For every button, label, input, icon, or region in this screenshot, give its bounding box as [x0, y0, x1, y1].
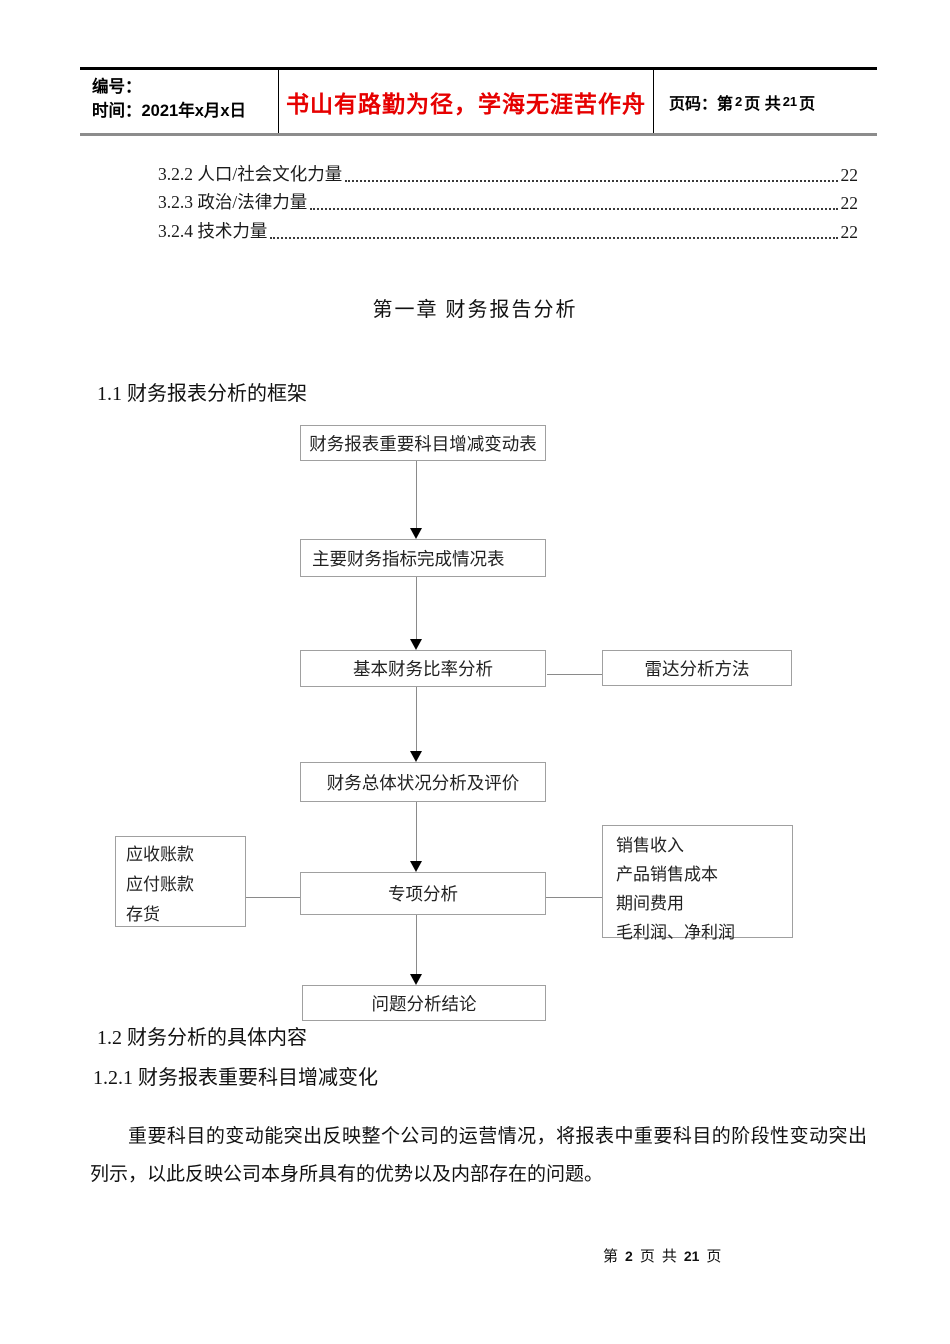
page-footer-pagination: 第 2 页 共 21 页: [603, 1245, 721, 1266]
header-page-number: 2: [735, 94, 743, 109]
flow-connector-line: [547, 674, 602, 675]
footer-prefix: 第: [603, 1249, 619, 1265]
flow-side-line: 应收账款: [126, 845, 194, 864]
arrow-down-icon: [410, 528, 422, 539]
toc-entry-label: 3.2.3 政治/法律力量: [158, 192, 308, 212]
flow-side-line: 应付账款: [126, 875, 194, 894]
flow-side-line: 期间费用: [616, 894, 684, 913]
toc-list: 3.2.2 人口/社会文化力量 22 3.2.3 政治/法律力量 22 3.2.…: [158, 157, 858, 243]
header-meta-cell: 编号： 时间：2021年x月x日: [80, 70, 278, 133]
toc-entry-page: 22: [840, 193, 859, 213]
toc-dot-leader: [310, 208, 838, 210]
flow-side-line: 产品销售成本: [616, 865, 718, 884]
toc-entry-page: 22: [840, 164, 859, 185]
flow-node-special-analysis: 专项分析: [300, 872, 546, 915]
section-1-2-heading: 1.2 财务分析的具体内容: [97, 1027, 307, 1049]
header-page-mid: 页 共: [744, 95, 781, 113]
flow-connector-line: [416, 461, 417, 529]
section-1-1-heading: 1.1 财务报表分析的框架: [97, 383, 307, 405]
header-page-total: 21: [782, 94, 798, 109]
flow-node-basic-ratio-analysis: 基本财务比率分析: [300, 650, 546, 687]
arrow-down-icon: [410, 974, 422, 985]
header-slogan-text: 书山有路勤为径，学海无涯苦作舟: [286, 91, 646, 117]
header-page-suffix: 页: [799, 95, 816, 113]
toc-entry-label: 3.2.2 人口/社会文化力量: [158, 163, 343, 184]
footer-mid2: 共: [661, 1249, 677, 1265]
flow-node-receivables-payables-inventory: 应收账款 应付账款 存货: [115, 836, 246, 927]
arrow-down-icon: [410, 639, 422, 650]
flow-node-problem-conclusion: 问题分析结论: [302, 985, 546, 1021]
flow-connector-line: [416, 687, 417, 752]
flow-connector-line: [416, 577, 417, 640]
arrow-down-icon: [410, 861, 422, 872]
page-header-table: 编号： 时间：2021年x月x日 书山有路勤为径，学海无涯苦作舟 页码：第 2 …: [80, 67, 877, 136]
toc-dot-leader: [270, 236, 838, 239]
section-1-2-1-heading: 1.2.1 财务报表重要科目增减变化: [93, 1067, 378, 1089]
toc-entry: 3.2.3 政治/法律力量 22: [158, 186, 858, 215]
flow-connector-line: [246, 897, 300, 898]
footer-page-number: 2: [625, 1248, 633, 1264]
flow-side-line: 毛利润、净利润: [616, 923, 735, 942]
flow-node-revenue-cost-profit: 销售收入 产品销售成本 期间费用 毛利润、净利润: [602, 825, 793, 942]
toc-entry-label: 3.2.4 技术力量: [158, 220, 268, 241]
arrow-down-icon: [410, 751, 422, 762]
footer-suffix: 页: [706, 1249, 722, 1265]
flow-connector-line: [546, 897, 602, 898]
flow-side-line: 存货: [126, 905, 160, 924]
header-page-prefix: 页码：第: [669, 95, 734, 113]
toc-dot-leader: [345, 179, 838, 182]
footer-mid1: 页: [639, 1249, 655, 1265]
flow-side-line: 销售收入: [616, 836, 684, 855]
footer-page-total: 21: [683, 1248, 700, 1264]
body-paragraph: 重要科目的变动能突出反映整个公司的运营情况，将报表中重要科目的阶段性变动突出列示…: [90, 1126, 867, 1185]
flow-connector-line: [416, 915, 417, 975]
toc-entry: 3.2.2 人口/社会文化力量 22: [158, 157, 858, 186]
flow-node-radar-method: 雷达分析方法: [602, 650, 792, 686]
flow-node-key-items-change-table: 财务报表重要科目增减变动表: [300, 425, 546, 461]
toc-entry-page: 22: [840, 221, 859, 242]
flow-connector-line: [416, 802, 417, 862]
header-slogan-cell: 书山有路勤为径，学海无涯苦作舟: [278, 70, 653, 133]
chapter-title: 第一章 财务报告分析: [372, 299, 578, 321]
header-pagination-cell: 页码：第 2 页 共 21 页: [653, 70, 877, 133]
flow-node-overall-status-evaluation: 财务总体状况分析及评价: [300, 762, 546, 802]
header-number-label: 编号：: [92, 78, 142, 96]
header-date-label: 时间：2021年x月x日: [92, 102, 247, 120]
toc-entry: 3.2.4 技术力量 22: [158, 214, 858, 243]
flow-node-main-indicators-table: 主要财务指标完成情况表: [300, 539, 546, 577]
